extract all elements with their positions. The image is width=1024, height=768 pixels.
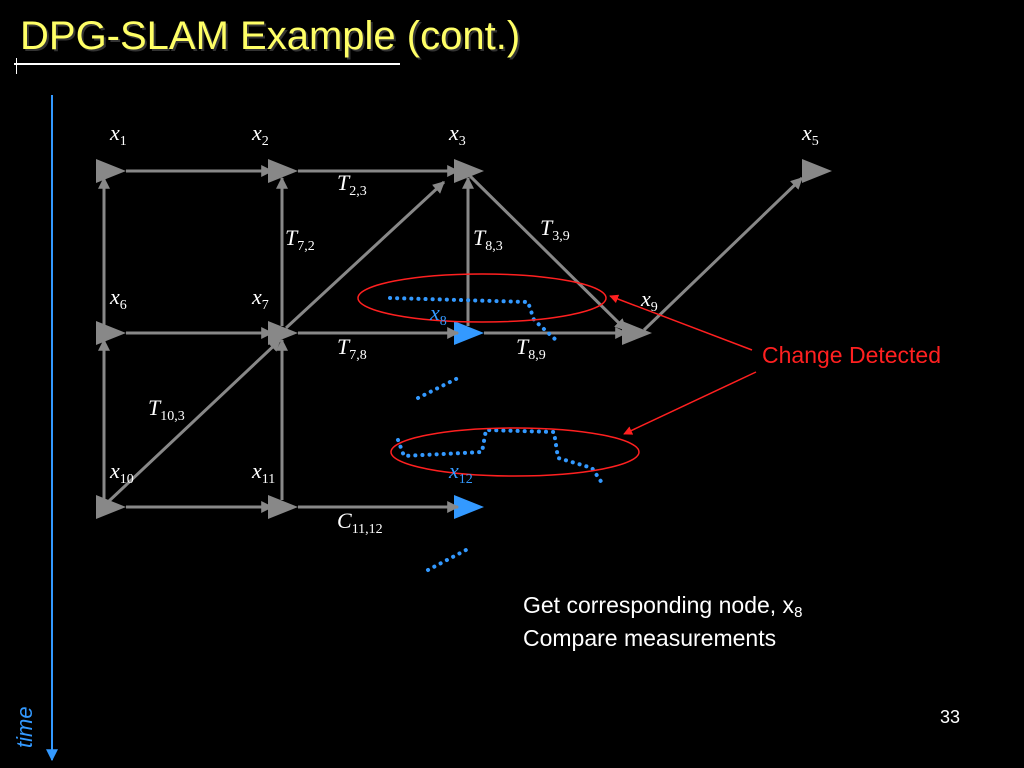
node-label-x10: x10 bbox=[110, 458, 134, 487]
edge-x10-x7 bbox=[106, 338, 282, 504]
change-arrow-top bbox=[609, 294, 753, 351]
scan-x12-region bbox=[396, 427, 606, 488]
note-line-2: Compare measurements bbox=[523, 625, 777, 651]
time-axis-label: time bbox=[12, 706, 37, 748]
node-label-x2: x2 bbox=[252, 120, 269, 149]
change-detected-label: Change Detected bbox=[762, 342, 942, 368]
pose-x11 bbox=[268, 495, 298, 519]
pose-x5 bbox=[802, 159, 832, 183]
scan-bottom bbox=[426, 548, 468, 572]
pose-x12 bbox=[454, 495, 484, 519]
title-underline bbox=[14, 63, 400, 65]
pose-x9 bbox=[622, 321, 652, 345]
page-number: 33 bbox=[940, 707, 961, 727]
edge-label-T83: T8,3 bbox=[473, 225, 503, 254]
edge-label-C1112: C11,12 bbox=[337, 508, 383, 537]
node-label-x1: x1 bbox=[110, 120, 127, 149]
edge-label-T103: T10,3 bbox=[148, 395, 185, 424]
change-ellipse-top bbox=[357, 273, 607, 323]
node-label-x5: x5 bbox=[802, 120, 819, 149]
note-line-1: Get corresponding node, x8 bbox=[523, 592, 803, 621]
node-label-x8: x8 bbox=[430, 300, 447, 329]
node-label-x6: x6 bbox=[110, 284, 127, 313]
edge-x3-x9 bbox=[468, 174, 628, 332]
node-label-x9: x9 bbox=[641, 286, 658, 315]
node-label-x12: x12 bbox=[449, 458, 473, 487]
change-arrow-bottom bbox=[623, 371, 757, 435]
pose-x8 bbox=[454, 321, 484, 345]
edge-label-T89: T8,9 bbox=[516, 334, 546, 363]
edge-label-T72: T7,2 bbox=[285, 225, 315, 254]
node-label-x7: x7 bbox=[252, 284, 269, 313]
edge-label-T78: T7,8 bbox=[337, 334, 367, 363]
scan-between bbox=[416, 376, 460, 400]
new-pose-markers bbox=[454, 321, 484, 519]
edge-label-T23: T2,3 bbox=[337, 170, 367, 199]
node-label-x3: x3 bbox=[449, 120, 466, 149]
edge-x9-x5 bbox=[642, 176, 804, 332]
edge-label-T39: T3,9 bbox=[540, 215, 570, 244]
pose-x7 bbox=[268, 321, 298, 345]
title-tick bbox=[16, 58, 17, 74]
edge-x7-x3 bbox=[284, 180, 446, 330]
scan-points bbox=[388, 296, 606, 572]
pose-x1 bbox=[96, 159, 126, 183]
pose-x2 bbox=[268, 159, 298, 183]
change-ellipse-bottom bbox=[390, 427, 640, 477]
slide-title: DPG-SLAM Example (cont.) bbox=[20, 14, 521, 58]
pose-x3 bbox=[454, 159, 484, 183]
node-label-x11: x11 bbox=[252, 458, 276, 487]
pose-x6 bbox=[96, 321, 126, 345]
pose-x10 bbox=[96, 495, 126, 519]
